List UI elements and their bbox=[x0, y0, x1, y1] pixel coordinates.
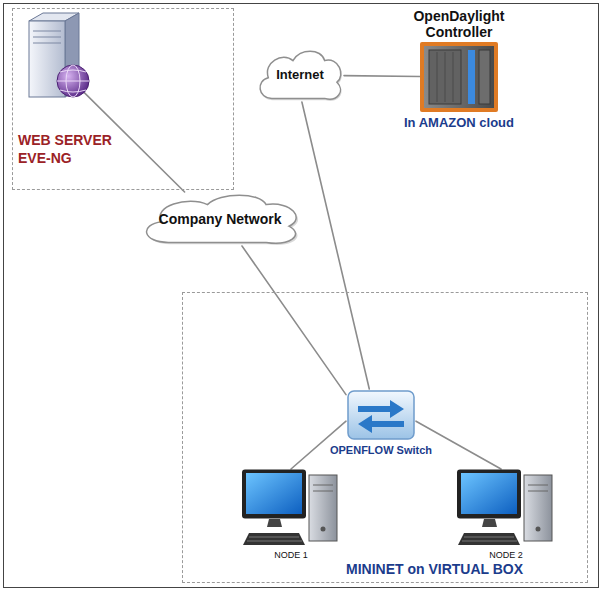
controller-server: OpenDaylight ControllerIn AMAZON cloud bbox=[420, 42, 498, 112]
computer-icon-part bbox=[243, 533, 305, 545]
controller-server-icon-part bbox=[429, 50, 461, 104]
server-icon-part bbox=[33, 31, 61, 32]
controller-label: OpenDaylight Controller bbox=[390, 8, 528, 40]
controller-server-icon-part bbox=[468, 50, 475, 104]
server-icon-part bbox=[60, 70, 86, 92]
switch-icon-part bbox=[358, 400, 404, 418]
cloud-label: Company Network bbox=[159, 211, 282, 228]
server-icon-part bbox=[57, 81, 89, 82]
computer-icon-part bbox=[242, 470, 306, 519]
computer-icon-part bbox=[457, 470, 521, 519]
computer-icon-part bbox=[313, 491, 333, 492]
host-label: NODE 1 bbox=[241, 550, 341, 561]
server-label: WEB SERVER EVE-NG bbox=[18, 131, 122, 167]
controller-server-icon-part bbox=[479, 50, 490, 104]
network-link bbox=[183, 190, 185, 192]
controller-server-icon-part bbox=[445, 52, 446, 102]
controller-server-icon-part bbox=[420, 42, 498, 112]
computer-icon-part bbox=[313, 485, 333, 486]
switch-label: OPENFLOW Switch bbox=[316, 444, 446, 457]
computer-icon-part bbox=[249, 537, 299, 538]
cloud-location-label: In AMAZON cloud bbox=[370, 115, 548, 131]
computer-icon-part bbox=[246, 473, 302, 514]
server-icon-part bbox=[57, 65, 89, 97]
group-label: MININET on VIRTUAL BOX bbox=[346, 561, 523, 578]
controller-server-icon-part bbox=[437, 52, 438, 102]
network-link bbox=[302, 102, 369, 389]
server-icon-part bbox=[33, 37, 61, 38]
computer-icon-part bbox=[464, 537, 514, 538]
computer-icon-part bbox=[536, 527, 541, 532]
network-link bbox=[242, 246, 346, 395]
computer-icon-part bbox=[267, 519, 282, 527]
computer-icon-part bbox=[247, 541, 302, 542]
host-computer: NODE 1 bbox=[241, 469, 341, 549]
switch-icon-part bbox=[348, 391, 414, 439]
switch-icon bbox=[346, 389, 416, 441]
switch-icon-part bbox=[358, 415, 404, 433]
server-icon-part bbox=[33, 43, 61, 44]
server-group-box: WEB SERVER EVE-NG bbox=[12, 8, 234, 190]
computer-icon-part bbox=[528, 491, 548, 492]
host-computer: NODE 2 bbox=[456, 469, 556, 549]
server-icon bbox=[21, 9, 96, 101]
cloud-shape-part bbox=[260, 51, 341, 99]
computer-icon bbox=[456, 469, 556, 549]
mininet-group-box: MININET on VIRTUAL BOXOPENFLOW SwitchNOD… bbox=[182, 292, 588, 583]
computer-icon-part bbox=[461, 473, 517, 514]
controller-server-icon bbox=[420, 42, 498, 112]
company-network-cloud: Company Network bbox=[139, 192, 302, 246]
host-label: NODE 2 bbox=[456, 550, 556, 561]
network-link bbox=[344, 75, 420, 78]
internet-cloud: Internet bbox=[256, 48, 344, 102]
cloud-label: Internet bbox=[276, 67, 324, 83]
picture-frame bbox=[4, 4, 599, 588]
cloud-shape-part bbox=[146, 195, 296, 243]
computer-icon-part bbox=[482, 519, 497, 527]
computer-icon-part bbox=[524, 475, 552, 541]
computer-icon-part bbox=[321, 527, 326, 532]
computer-icon-part bbox=[462, 541, 517, 542]
computer-icon-part bbox=[309, 475, 337, 541]
controller-server-icon-part bbox=[424, 46, 494, 108]
computer-icon-part bbox=[458, 533, 520, 545]
computer-icon-part bbox=[528, 485, 548, 486]
computer-icon bbox=[241, 469, 341, 549]
openflow-switch: OPENFLOW Switch bbox=[346, 389, 416, 441]
controller-server-icon-part bbox=[453, 52, 454, 102]
